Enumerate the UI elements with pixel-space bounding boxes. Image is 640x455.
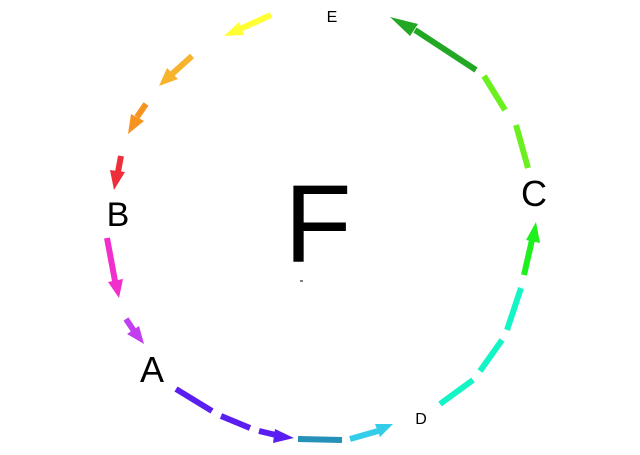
center-node-label: F: [284, 163, 351, 286]
edge-d-to-c: [438, 222, 540, 407]
node-d-label: D: [415, 411, 427, 428]
edge-segment-magenta: [104, 237, 118, 282]
edge-segment-aqua-3: [504, 287, 524, 331]
edge-segment-sky: [349, 428, 379, 442]
node-b-label: B: [107, 196, 130, 234]
node-a-label: A: [140, 349, 164, 390]
edge-segment-aqua-2: [477, 338, 505, 373]
edge-segment-indigo-3: [258, 428, 277, 438]
edge-b-to-a: [104, 237, 144, 344]
edge-a-to-d: [174, 386, 393, 443]
arrowhead-sky: [375, 424, 393, 437]
arrowhead-orange-light: [159, 68, 178, 86]
edge-segment-lime-2: [481, 74, 508, 112]
arrowhead-indigo: [273, 429, 294, 443]
edge-segment-green: [521, 239, 535, 276]
edge-segment-teal: [297, 436, 343, 443]
node-e-label: E: [327, 9, 338, 26]
edge-segment-indigo-1: [174, 386, 214, 414]
node-c-label: C: [521, 173, 547, 214]
edge-segment-orange-light: [169, 53, 195, 77]
edge-segment-yellow: [238, 12, 273, 32]
arrowhead-red: [110, 170, 125, 190]
arrowhead-orange: [128, 114, 144, 134]
edge-segment-indigo-2: [219, 413, 252, 431]
edge-segment-aqua-1: [438, 377, 475, 407]
edge-e-to-b: [110, 12, 273, 190]
arrowhead-magenta: [108, 279, 123, 298]
arrowhead-green: [526, 222, 540, 243]
edge-c-to-e: [390, 17, 531, 169]
edge-segment-lime-1: [513, 124, 531, 169]
edge-segment-red: [115, 155, 124, 173]
arrowhead-dark-green: [390, 17, 418, 36]
arrowhead-yellow: [224, 22, 244, 36]
edge-segment-violet: [123, 317, 137, 333]
edge-segment-orange: [134, 102, 149, 119]
arrowhead-violet: [127, 326, 144, 344]
edge-segment-dark-green: [413, 27, 478, 73]
